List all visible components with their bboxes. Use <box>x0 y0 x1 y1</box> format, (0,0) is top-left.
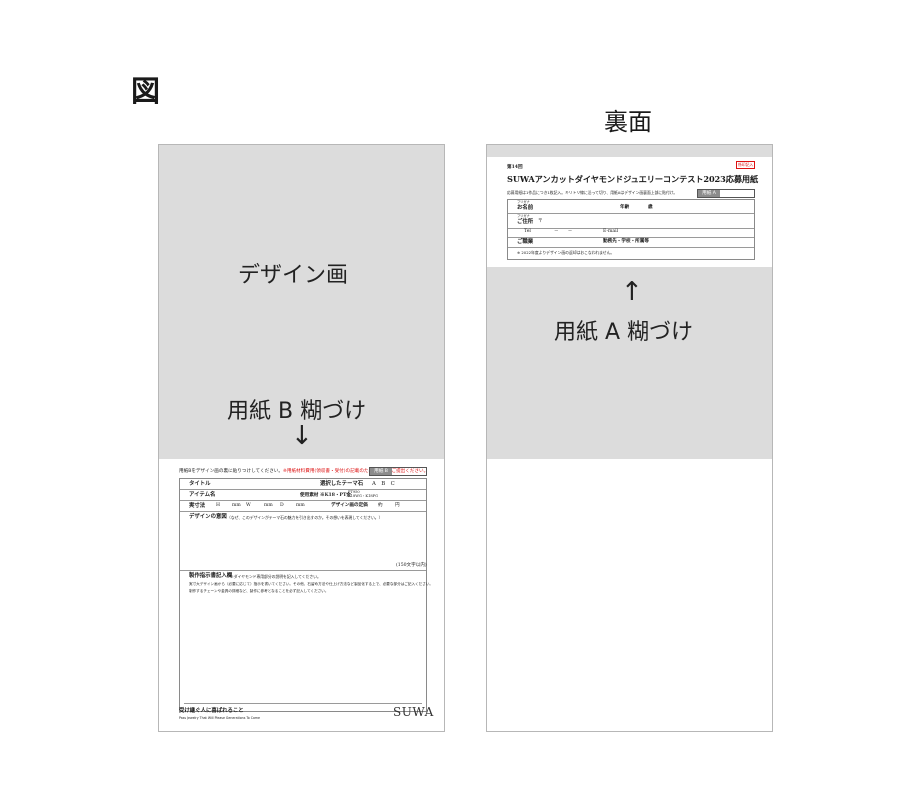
form-a-tag: 用紙 A <box>698 190 720 197</box>
size-w-unit: mm <box>264 503 273 508</box>
form-a-instruction: 応募用紙は1作品につき1枚記入。キリトリ線に沿って切り、用紙Aはデザイン画裏面上… <box>507 190 678 195</box>
title-field-label: タイトル <box>189 481 211 487</box>
footer-sub: Pass Jewelry That Will Please Generation… <box>179 716 260 720</box>
brand-logo: SUWA <box>393 705 434 719</box>
down-arrow-icon: ↓ <box>291 421 313 451</box>
notes-line-2: 実寸大デザイン画から（必要に応じて）指示を書いてください。その他、石留め方法や仕… <box>189 582 434 586</box>
back-side-title: 裏面 <box>604 108 652 136</box>
tel-label: Tel <box>524 229 531 234</box>
char-limit: (150文字以内) <box>396 563 427 568</box>
contest-title: SUWAアンカットダイヤモンドジュエリーコンテスト2023応募用紙 <box>507 174 759 184</box>
concept-text: （なぜ、このデザインがテーマ石の魅力を引き出すのか。その想いを表現してください。… <box>227 515 383 520</box>
tel-dash: － － <box>554 229 573 234</box>
price-label: デザイン画の定価 <box>331 503 368 508</box>
form-b-instruction-text: 用紙Bをデザイン画の裏に貼りつけしてください。 <box>179 469 283 474</box>
form-b-table: タイトル 選択したテーマ石 A B C アイテム名 使用素材 ※K18・PT金 … <box>179 478 433 712</box>
address-label: ご住所 <box>517 219 534 225</box>
item-name-label: アイテム名 <box>189 492 216 498</box>
age-unit: 歳 <box>648 205 653 210</box>
email-label: E-mail <box>603 229 619 234</box>
form-a-tag-box: 用紙 A <box>697 189 755 198</box>
size-w-label: W <box>246 503 251 508</box>
back-panel: 係印記入 第14回 SUWAアンカットダイヤモンドジュエリーコンテスト2023応… <box>486 144 773 732</box>
design-area-label: デザイン画 <box>238 263 349 288</box>
size-h-label: H <box>216 503 221 508</box>
material-label: 使用素材 ※K18・PT金 <box>300 493 352 498</box>
material-note-2: K18WG・K18PG <box>348 494 378 498</box>
form-b-instruction: 用紙Bをデザイン画の裏に貼りつけしてください。※用紙材料費用(領収書・受付)の記… <box>179 469 429 475</box>
form-a: 係印記入 第14回 SUWAアンカットダイヤモンドジュエリーコンテスト2023応… <box>507 161 759 261</box>
contest-round: 第14回 <box>507 165 523 170</box>
price-approx: 約 <box>378 503 383 508</box>
occupation-label: ご職業 <box>517 239 534 245</box>
name-label: お名前 <box>517 205 534 211</box>
stamp-box: 係印記入 <box>736 161 756 169</box>
back-glue-label: 用紙 A 糊づけ <box>554 320 694 345</box>
notes-label: 製作指示書記入欄 <box>189 573 233 579</box>
front-glue-label: 用紙 B 糊づけ <box>227 399 367 424</box>
furigana-label-1: フリガナ <box>517 200 530 204</box>
form-a-table: フリガナ お名前 年齢 歳 フリガナ ご住所 〒 Tel － － E-mail … <box>507 199 755 260</box>
price-yen: 円 <box>395 503 400 508</box>
form-b-instruction-red: ※用紙材料費用(領収書・受付)の記載のため検討の上ご提出ください。 <box>283 469 429 474</box>
size-label: 実寸法 <box>189 503 206 509</box>
concept-label: デザインの意図 <box>189 514 227 520</box>
footer-tagline: 受け継ぐ人に喜ばれること <box>179 708 244 714</box>
front-panel: デザイン画 用紙 B 糊づけ ↓ 用紙Bをデザイン画の裏に貼りつけしてください。… <box>158 144 445 732</box>
form-b-tag: 用紙 B <box>370 468 392 475</box>
design-area: デザイン画 用紙 B 糊づけ ↓ <box>159 145 444 459</box>
back-top-strip <box>487 145 772 157</box>
figure-label: 図 <box>131 74 161 108</box>
notes-line-3: 制作するチェーンや金具の詳細など、製作に参考となることを必ず記入してください。 <box>189 589 329 593</box>
furigana-label-2: フリガナ <box>517 214 530 218</box>
size-d-label: D <box>280 503 284 508</box>
notes-text: ※ダイヤモンド専用部分の説明を記入してください。 <box>230 574 321 579</box>
size-h-unit: mm <box>232 503 241 508</box>
return-note: ※ 2022年度よりデザイン画の返却はおこなわれません。 <box>517 250 615 255</box>
up-arrow-icon: ↑ <box>621 277 643 307</box>
workplace-label: 勤務先・学校・所属等 <box>603 239 649 244</box>
material-note-1: PT950 <box>348 490 360 494</box>
theme-stone-options: A B C <box>372 481 395 487</box>
postal-mark: 〒 <box>538 219 543 224</box>
age-label: 年齢 <box>620 205 630 210</box>
theme-stone-label: 選択したテーマ石 <box>320 481 364 487</box>
form-b: 用紙Bをデザイン画の裏に貼りつけしてください。※用紙材料費用(領収書・受付)の記… <box>179 467 433 723</box>
form-b-tag-box: 用紙 B <box>369 467 427 476</box>
size-d-unit: mm <box>296 503 305 508</box>
back-glue-area: ↑ 用紙 A 糊づけ <box>487 267 772 459</box>
